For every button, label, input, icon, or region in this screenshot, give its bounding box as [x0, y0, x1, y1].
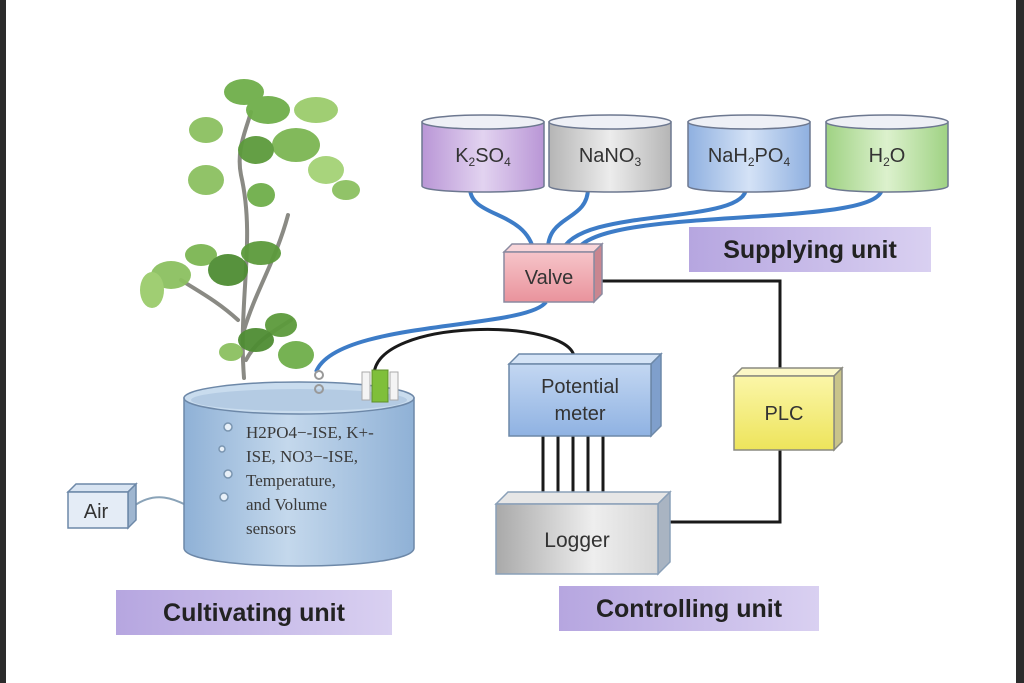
potential-meter-label-line2: meter [554, 403, 605, 425]
sensor-text-line: and Volume [246, 495, 327, 514]
unit-label-cultivating: Cultivating unit [116, 590, 392, 635]
supply-pipes [314, 187, 884, 373]
diagram-svg: K2SO4 NaNO3 NaH2PO4 H2O Valve [66, 79, 949, 635]
cultivation-container: H2PO4−-ISE, K+- ISE, NO3−-ISE, Temperature… [183, 369, 415, 567]
tank-nano3: NaNO3 [548, 114, 672, 193]
cultivating-unit-label: Cultivating unit [163, 599, 346, 627]
diagram-canvas: K2SO4 NaNO3 NaH2PO4 H2O Valve [6, 0, 1016, 683]
controlling-unit-label: Controlling unit [596, 595, 783, 623]
sensor-probe [361, 369, 399, 403]
sensor-description: H2PO4−-ISE, K+- ISE, NO3−-ISE, Temperature… [246, 423, 374, 538]
pipe-k2so4 [468, 187, 536, 253]
plant-image [140, 79, 360, 380]
valve-label: Valve [525, 267, 574, 289]
tank-nah2po4: NaH2PO4 [687, 114, 811, 193]
sensor-text-line: Temperature, [246, 471, 336, 490]
sensor-text-line: H2PO4−-ISE, K+- [246, 423, 374, 442]
potential-meter-label-line1: Potential [541, 376, 619, 398]
sensor-text-line: sensors [246, 519, 296, 538]
tank-label: K2SO4 [455, 145, 511, 169]
tank-label: NaH2PO4 [708, 145, 791, 169]
tank-h2o: H2O [825, 114, 949, 193]
potential-meter: Potential meter [507, 352, 663, 438]
logger: Logger [494, 490, 672, 576]
plc-label: PLC [765, 403, 804, 425]
supplying-unit-label: Supplying unit [723, 236, 897, 264]
plc: PLC [732, 366, 844, 452]
air-pump: Air [66, 482, 138, 530]
supply-tanks: K2SO4 NaNO3 NaH2PO4 H2O [421, 114, 949, 193]
tank-k2so4: K2SO4 [421, 114, 545, 193]
wire-sensor-meter [372, 327, 576, 375]
air-label: Air [84, 501, 109, 523]
pipe-nano3 [545, 187, 590, 253]
sensor-text-line: ISE, NO3−-ISE, [246, 447, 358, 466]
pipe-nah2po4 [560, 187, 748, 253]
wire-valve-plc [598, 279, 782, 368]
tank-label: NaNO3 [579, 145, 642, 169]
logger-label: Logger [544, 529, 609, 552]
air-bubbles [218, 422, 233, 502]
valve: Valve [502, 242, 604, 304]
tank-label: H2O [869, 145, 906, 169]
wire-plc-logger [666, 450, 782, 524]
pipe-valve-to-container [314, 300, 548, 373]
unit-label-controlling: Controlling unit [559, 586, 819, 631]
pipe-h2o [574, 187, 884, 254]
unit-label-supplying: Supplying unit [689, 227, 931, 272]
control-wires [372, 279, 782, 524]
